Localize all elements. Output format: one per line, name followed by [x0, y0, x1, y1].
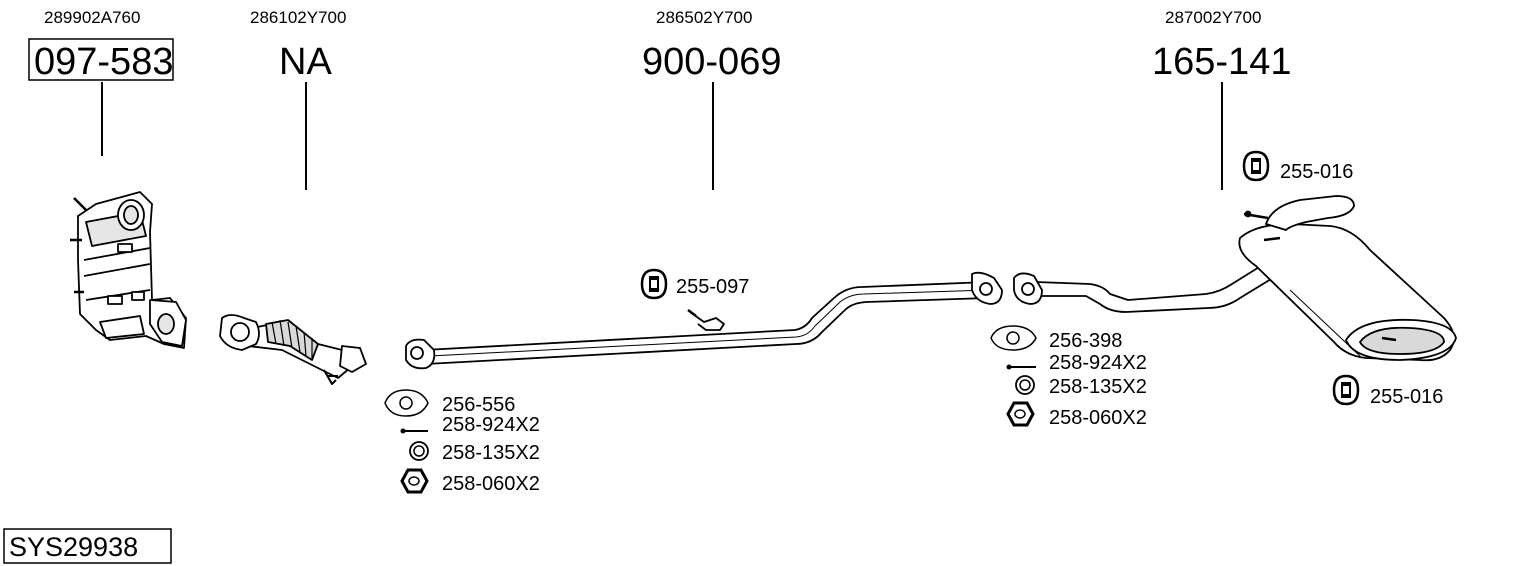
label-rear-ring[interactable]: 258-135X2 [1049, 376, 1147, 398]
system-code-box [3, 528, 172, 564]
rear-silencer-drawing[interactable] [1013, 195, 1457, 362]
bolt-icon[interactable] [400, 428, 429, 434]
flange-gasket-icon[interactable] [384, 389, 429, 417]
intermediate-pipe-drawing[interactable] [405, 271, 1003, 370]
rear-flange-kit: 256-398 258-924X2 258-135X2 258-060X2 [990, 325, 1147, 429]
bolt-icon[interactable] [1006, 364, 1037, 370]
oem-number-front-pipe: 286102Y700 [250, 8, 346, 27]
part-number-catalytic-converter[interactable]: 097-583 [34, 41, 173, 83]
oem-number-rear-silencer: 287002Y700 [1165, 8, 1261, 27]
label-rear-hanger-bottom[interactable]: 255-016 [1370, 386, 1443, 408]
system-code: SYS29938 [3, 528, 172, 564]
rubber-hanger-icon[interactable] [1242, 150, 1270, 182]
system-code-label[interactable]: SYS29938 [9, 532, 138, 562]
front-pipe-drawing[interactable] [219, 314, 367, 385]
part-number-box [28, 38, 174, 81]
label-front-bolt[interactable]: 258-924X2 [442, 414, 540, 436]
ring-icon[interactable] [409, 441, 429, 461]
label-rear-gasket[interactable]: 256-398 [1049, 330, 1122, 352]
label-mid-hanger[interactable]: 255-097 [676, 276, 749, 298]
label-rear-hanger-top[interactable]: 255-016 [1280, 161, 1353, 183]
section-rear-silencer: 287002Y700 165-141 255-016 255-016 [1013, 8, 1457, 408]
front-flange-kit: 256-556 258-924X2 258-135X2 258-060X2 [384, 389, 540, 495]
label-front-ring[interactable]: 258-135X2 [442, 442, 540, 464]
part-number-front-pipe[interactable]: NA [279, 41, 332, 83]
oem-number-intermediate-pipe: 286502Y700 [656, 8, 752, 27]
oem-number-catalytic-converter: 289902A760 [44, 8, 140, 27]
label-rear-bolt[interactable]: 258-924X2 [1049, 352, 1147, 374]
section-front-pipe: 286102Y700 NA [219, 8, 367, 385]
ring-icon[interactable] [1015, 375, 1035, 395]
flange-gasket-icon[interactable] [990, 325, 1037, 351]
label-rear-nut[interactable]: 258-060X2 [1049, 407, 1147, 429]
label-front-gasket[interactable]: 256-556 [442, 394, 515, 416]
label-front-nut[interactable]: 258-060X2 [442, 473, 540, 495]
part-number-intermediate-pipe[interactable]: 900-069 [642, 41, 781, 83]
hex-nut-icon[interactable] [400, 468, 429, 494]
part-number-rear-silencer[interactable]: 165-141 [1152, 41, 1291, 83]
section-intermediate-pipe: 286502Y700 900-069 255-097 [405, 8, 1003, 370]
rubber-hanger-icon[interactable] [640, 268, 668, 300]
rubber-hanger-icon[interactable] [1332, 374, 1360, 406]
catalytic-converter-drawing[interactable] [70, 191, 187, 349]
section-catalytic-converter: 289902A760 097-583 [28, 8, 187, 349]
hex-nut-icon[interactable] [1006, 401, 1035, 427]
